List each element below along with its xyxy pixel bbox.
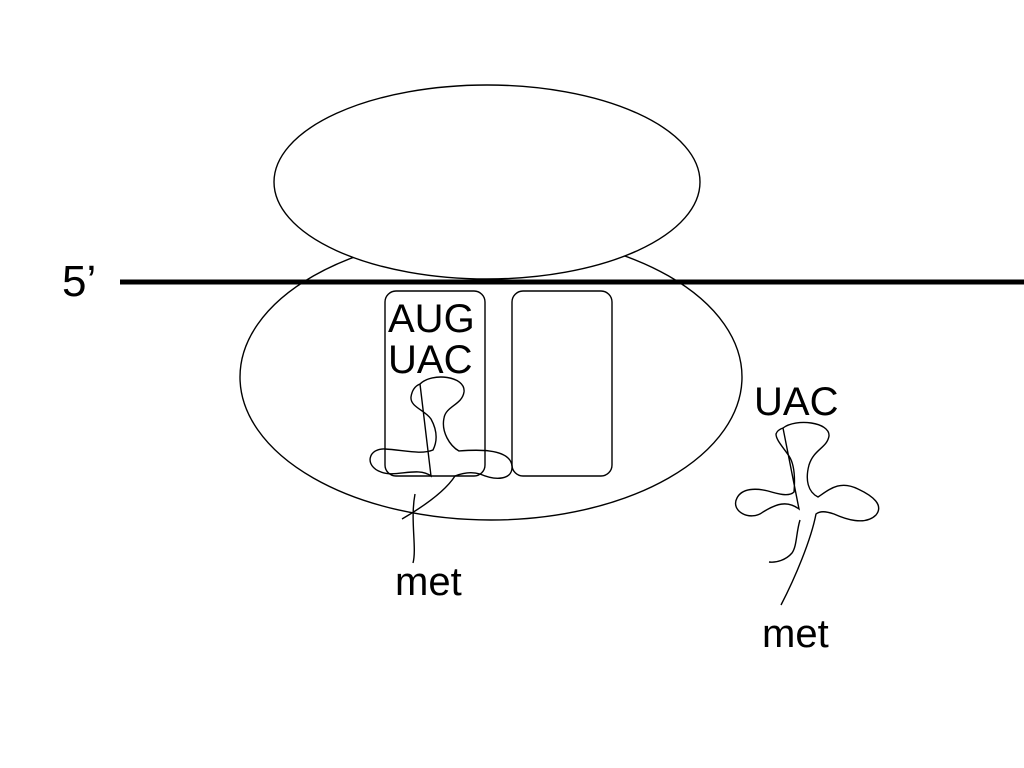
mrna-codon-label: AUG bbox=[388, 297, 475, 341]
free-amino-acid-label: met bbox=[762, 612, 829, 656]
bound-amino-acid-label: met bbox=[395, 560, 462, 604]
five-prime-label: 5’ bbox=[62, 257, 96, 306]
free-anticodon-label: UAC bbox=[754, 380, 838, 424]
p-site-box bbox=[384, 290, 486, 477]
a-site-box bbox=[511, 290, 613, 477]
bound-anticodon-label: UAC bbox=[388, 338, 472, 382]
bound-trna-shape bbox=[369, 376, 513, 564]
large-ribosomal-subunit bbox=[273, 84, 701, 280]
free-trna-shape bbox=[734, 421, 880, 606]
